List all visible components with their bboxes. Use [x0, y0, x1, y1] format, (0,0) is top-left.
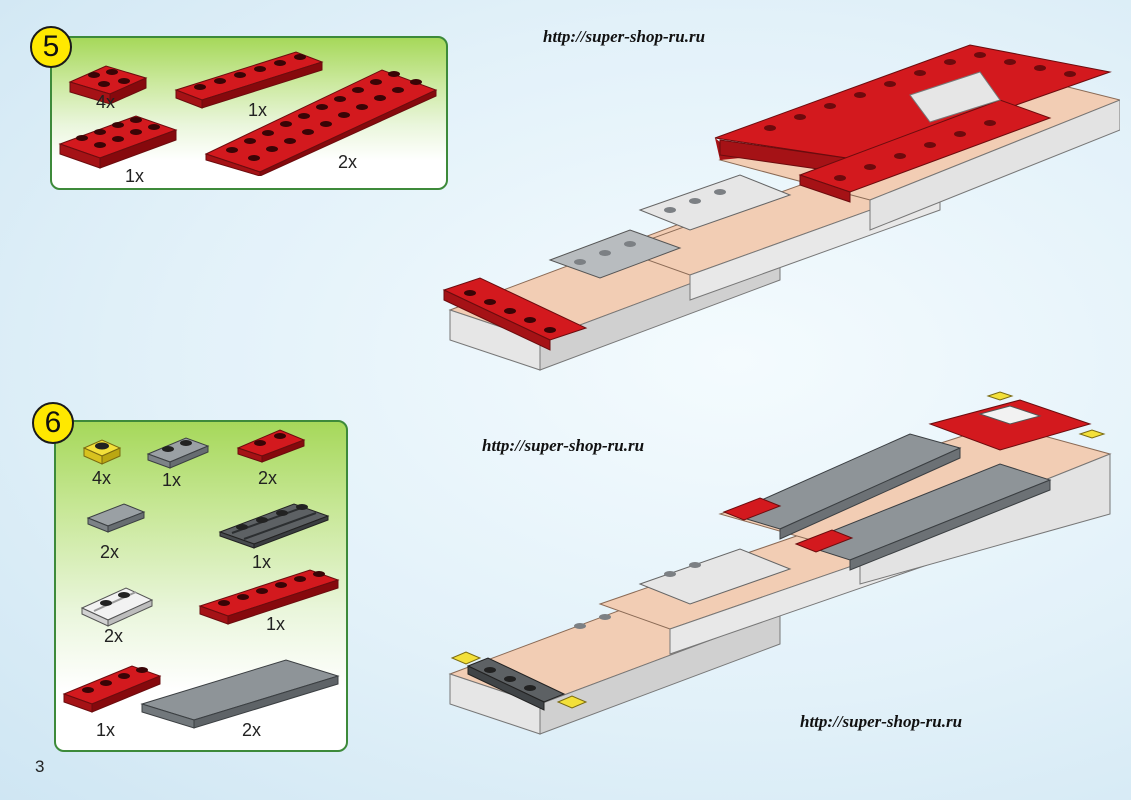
step-5-assembled-model-illustration [442, 44, 1120, 371]
step-6-number-badge: 6 [32, 402, 74, 444]
step-5-part-3-quantity: 1x [125, 166, 145, 186]
watermark-url-bottom: http://super-shop-ru.ru [800, 712, 963, 731]
step-6-part-9-quantity: 2x [242, 720, 262, 740]
watermark-url-middle: http://super-shop-ru.ru [482, 436, 645, 455]
part-grey-1x2-plate [146, 437, 210, 469]
step-5-parts-panel: 4x 1x 1x 2x [50, 36, 448, 190]
step-6-part-1-quantity: 4x [92, 468, 112, 488]
step-6-parts-panel: 4x 1x 2x 2x 1x 2x [54, 420, 348, 752]
part-white-1x2-rail-plate [80, 587, 154, 627]
step-5-part-4-quantity: 2x [338, 152, 358, 172]
part-red-2x4-plate [58, 115, 178, 169]
step-5-part-1-quantity: 4x [96, 92, 116, 112]
part-red-2x10-plate [204, 69, 438, 176]
step-6-assembled-model-illustration [448, 391, 1112, 735]
part-grey-1x2-tile [86, 503, 146, 533]
part-yellow-1x1-plate [82, 439, 122, 465]
step-6-part-4-quantity: 2x [100, 542, 120, 562]
part-red-1x6-plate [198, 569, 340, 625]
watermark-url-top: http://super-shop-ru.ru [543, 27, 706, 46]
part-grey-2x8-tile [140, 659, 340, 729]
page-number: 3 [35, 757, 45, 776]
part-red-1x4-plate [62, 665, 162, 713]
step-6-part-6-quantity: 2x [104, 626, 124, 646]
step-6-part-2-quantity: 1x [162, 470, 182, 490]
step-5-number-badge: 5 [30, 26, 72, 68]
part-red-1x2-plate [236, 429, 306, 463]
step-5-part-2-quantity: 1x [248, 100, 268, 120]
step-6-part-8-quantity: 1x [96, 720, 116, 740]
part-red-1x6-plate [174, 51, 324, 109]
step-6-part-5-quantity: 1x [252, 552, 272, 572]
step-6-part-7-quantity: 1x [266, 614, 286, 634]
step-6-part-3-quantity: 2x [258, 468, 278, 488]
part-dark-grey-1x4-rail-plate [218, 503, 330, 549]
part-red-2x2-plate [68, 65, 148, 105]
